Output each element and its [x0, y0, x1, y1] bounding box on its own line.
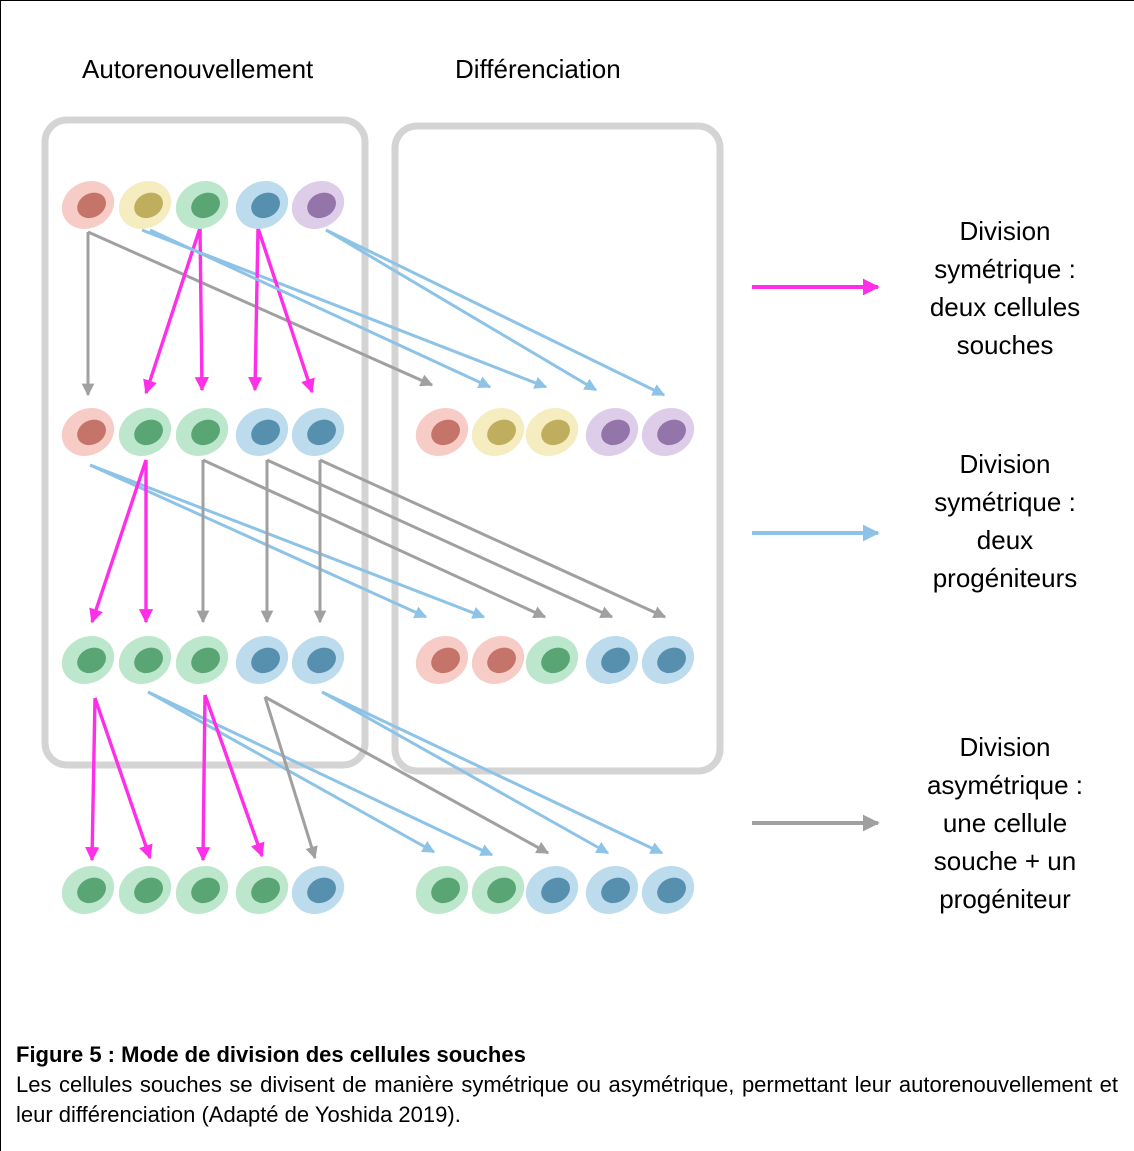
cell-green-differentiation-r3-3 [525, 636, 579, 684]
cell-division-diagram [41, 116, 880, 914]
cell-blue-self-renewal-r3-5 [291, 636, 345, 684]
cell-blue-differentiation-r3-5 [641, 636, 695, 684]
figure-caption: Figure 5 : Mode de division des cellules… [16, 1040, 1118, 1130]
cell-green-self-renewal-r4-3 [175, 866, 229, 914]
cell-yellow-differentiation-r2-2 [471, 408, 525, 456]
cell-blue-differentiation-r4-4 [585, 866, 639, 914]
division-arrow-blue-11 [89, 463, 428, 619]
cell-blue-differentiation-r3-4 [585, 636, 639, 684]
cell-green-differentiation-r4-1 [415, 866, 469, 914]
division-arrow-gray-16 [202, 458, 547, 619]
division-arrow-gray-28 [264, 695, 550, 855]
cell-red-differentiation-r3-1 [415, 636, 469, 684]
division-arrow-blue-30 [321, 690, 664, 855]
division-arrow-magenta-13 [89, 459, 148, 624]
cell-blue-differentiation-r4-5 [641, 866, 695, 914]
cell-blue-self-renewal-r4-5 [291, 866, 345, 914]
legend-text-symmetric-progenitor: Division symétrique : deux progéniteurs [932, 449, 1078, 593]
division-arrow-blue-29 [321, 690, 610, 855]
cell-yellow-self-renewal-r1-2 [118, 181, 172, 229]
division-arrow-magenta-5 [194, 227, 209, 392]
division-arrow-magenta-7 [256, 227, 315, 394]
column-title-differentiation: Différenciation [455, 54, 621, 84]
division-arrow-magenta-4 [143, 227, 202, 395]
cell-green-self-renewal-r4-1 [61, 866, 115, 914]
column-title-self-renewal: Autorenouvellement [82, 54, 314, 84]
division-arrow-blue-8 [325, 228, 598, 392]
legend-text-symmetric-stem: Division symétrique : deux cellules souc… [929, 216, 1081, 360]
division-arrow-magenta-26 [203, 694, 265, 858]
legend-text-asymmetric: Division asymétrique : une cellule souch… [926, 732, 1084, 914]
division-arrow-magenta-22 [93, 697, 153, 860]
panel-differentiation [391, 122, 724, 775]
division-arrow-blue-9 [325, 228, 666, 397]
division-arrow-blue-12 [89, 463, 486, 619]
division-arrow-blue-23 [147, 690, 436, 854]
cell-green-self-renewal-r4-2 [118, 866, 172, 914]
cell-green-self-renewal-r2-3 [175, 408, 229, 456]
cell-red-differentiation-r3-2 [471, 636, 525, 684]
cell-blue-differentiation-r4-3 [525, 866, 579, 914]
division-arrow-magenta-6 [248, 227, 263, 392]
cell-red-self-renewal-r2-1 [61, 408, 115, 456]
caption-body: Les cellules souches se divisent de mani… [16, 1072, 1118, 1127]
cell-yellow-differentiation-r2-3 [525, 408, 579, 456]
division-arrow-magenta-25 [196, 694, 211, 862]
cell-green-self-renewal-r2-2 [118, 408, 172, 456]
caption-title: Figure 5 : Mode de division des cellules… [16, 1042, 526, 1067]
division-arrow-magenta-21 [85, 697, 100, 862]
division-arrow-blue-10 [149, 228, 492, 389]
cell-purple-differentiation-r2-5 [641, 408, 695, 456]
cell-blue-self-renewal-r1-4 [235, 181, 289, 229]
cell-purple-self-renewal-r1-5 [291, 181, 345, 229]
cell-green-self-renewal-r4-4 [235, 866, 289, 914]
division-arrow-gray-27 [263, 696, 318, 860]
cell-green-self-renewal-r3-2 [118, 636, 172, 684]
division-arrow-gray-2 [87, 230, 434, 387]
cell-green-self-renewal-r1-3 [175, 181, 229, 229]
division-arrow-gray-20 [319, 458, 667, 619]
cell-purple-differentiation-r2-4 [585, 408, 639, 456]
division-arrow-gray-18 [266, 458, 614, 619]
cell-blue-self-renewal-r2-4 [235, 408, 289, 456]
cell-blue-self-renewal-r2-5 [291, 408, 345, 456]
cell-green-self-renewal-r3-3 [175, 636, 229, 684]
cell-blue-self-renewal-r3-4 [235, 636, 289, 684]
cell-green-self-renewal-r3-1 [61, 636, 115, 684]
cell-green-differentiation-r4-2 [471, 866, 525, 914]
cell-red-differentiation-r2-1 [415, 408, 469, 456]
cell-red-self-renewal-r1-1 [61, 181, 115, 229]
